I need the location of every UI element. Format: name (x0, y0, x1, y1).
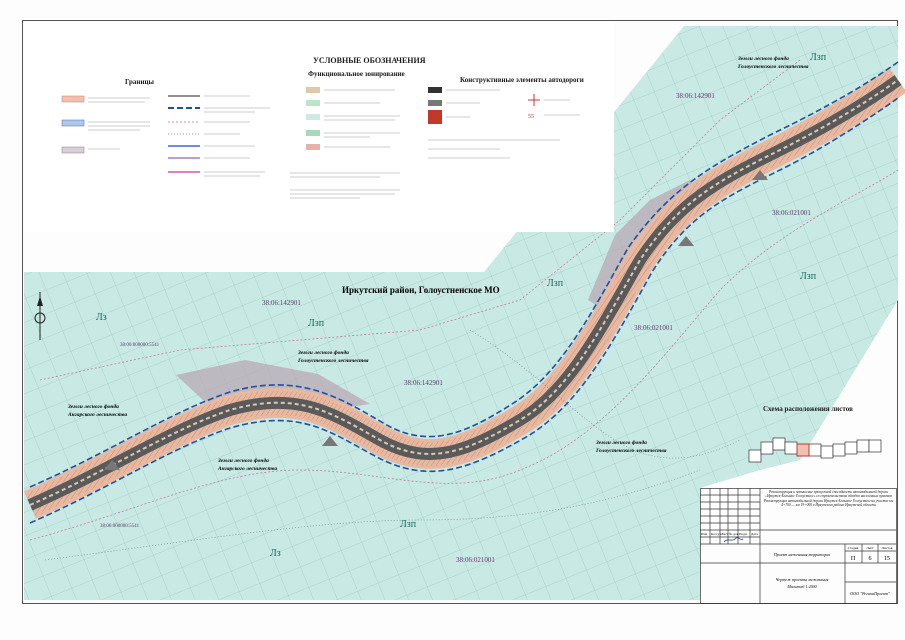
legend-zoning (306, 87, 320, 150)
col-header: № док (729, 532, 739, 536)
zone-label: Лзп (810, 52, 827, 63)
forest-label: Голоустенского лесничества (737, 64, 809, 70)
svg-text:55: 55 (528, 114, 534, 120)
sheet-frame (22, 20, 898, 604)
stamp-title-2: Реконструкция автомобильной дороги Иркут… (763, 498, 894, 507)
sheet-header: Лист (866, 546, 874, 550)
col-header: Подп. (739, 532, 748, 536)
zone-label: Лзп (800, 271, 817, 282)
forest-label: Голоустенского лесничества (595, 448, 667, 454)
boundary-line (29, 61, 899, 488)
stage-header: Стадия (848, 546, 859, 550)
zone-label: Лзп (400, 519, 417, 530)
legend-road-title: Конструктивные элементы автодороги (460, 76, 584, 84)
col-header: Лист (721, 532, 729, 536)
title-block: Изм Кол.уч Лист № док Подп. Дата Реконст… (700, 488, 897, 604)
forest-label: Голоустенского лесничества (297, 358, 369, 364)
cadastral-label: 38:06:021001 (772, 209, 811, 217)
company-name: ООО "РегионПроект" (850, 591, 890, 596)
col-header: Изм (701, 532, 708, 536)
sheet-value: 6 (869, 556, 872, 562)
col-header: Дата (751, 532, 758, 536)
project-name: Проект межевания территории (773, 552, 830, 557)
legend-zoning-title: Функциональное зонирование (308, 70, 405, 78)
signature-icon (723, 537, 744, 543)
north-arrow-icon (34, 292, 46, 340)
zone-label: Лз (96, 312, 107, 323)
cadastral-label: 38:06:000000:5541 (120, 343, 160, 348)
sheets-value: 15 (884, 556, 890, 562)
zone-label: Лзп (547, 278, 564, 289)
zone-label: Лз (270, 548, 281, 559)
cadastral-label: 38:06:142901 (404, 379, 443, 387)
zone-label: Лзп (308, 318, 325, 329)
cadastral-label: 38:06:142901 (262, 299, 301, 307)
forest-label: Земли лесного фонда (217, 457, 269, 464)
forest-label: Земли лесного фонда (297, 349, 349, 356)
cadastral-label: 38:06:142901 (676, 92, 715, 100)
legend-road: 55 (428, 87, 540, 124)
forest-label: Земли лесного фонда (67, 403, 119, 410)
cadastral-label: 38:06:000000:5541 (100, 524, 140, 529)
stamp-title-1: Реконструкция и повышение пропускной спо… (765, 490, 892, 499)
col-header: Кол.уч (711, 532, 721, 536)
scheme-title: Схема расположения листов (763, 405, 853, 413)
sheet-layout-scheme (748, 437, 882, 463)
district-label: Иркутский район, Голоустненское МО (342, 285, 500, 295)
cadastral-label: 38:06:021001 (456, 556, 495, 564)
cadastral-label: 38:06:021001 (634, 324, 673, 332)
boundary-line (29, 97, 899, 524)
forest-label: Ангарского лесничества (217, 466, 277, 472)
forest-label: Земли лесного фонда (737, 55, 789, 62)
drawing-scale: Масштаб 1:2000 (786, 584, 816, 589)
legend-boundaries-title: Границы (125, 78, 154, 86)
legend-title: УСЛОВНЫЕ ОБОЗНАЧЕНИЯ (313, 56, 426, 65)
forest-label: Ангарского лесничества (67, 412, 127, 418)
sheets-header: Листов (882, 546, 893, 550)
drawing-name: Чертеж проекта межевания (776, 577, 829, 582)
stage-value: П (851, 556, 856, 562)
legend-boundaries (61, 95, 200, 173)
forest-label: Земли лесного фонда (595, 439, 647, 446)
